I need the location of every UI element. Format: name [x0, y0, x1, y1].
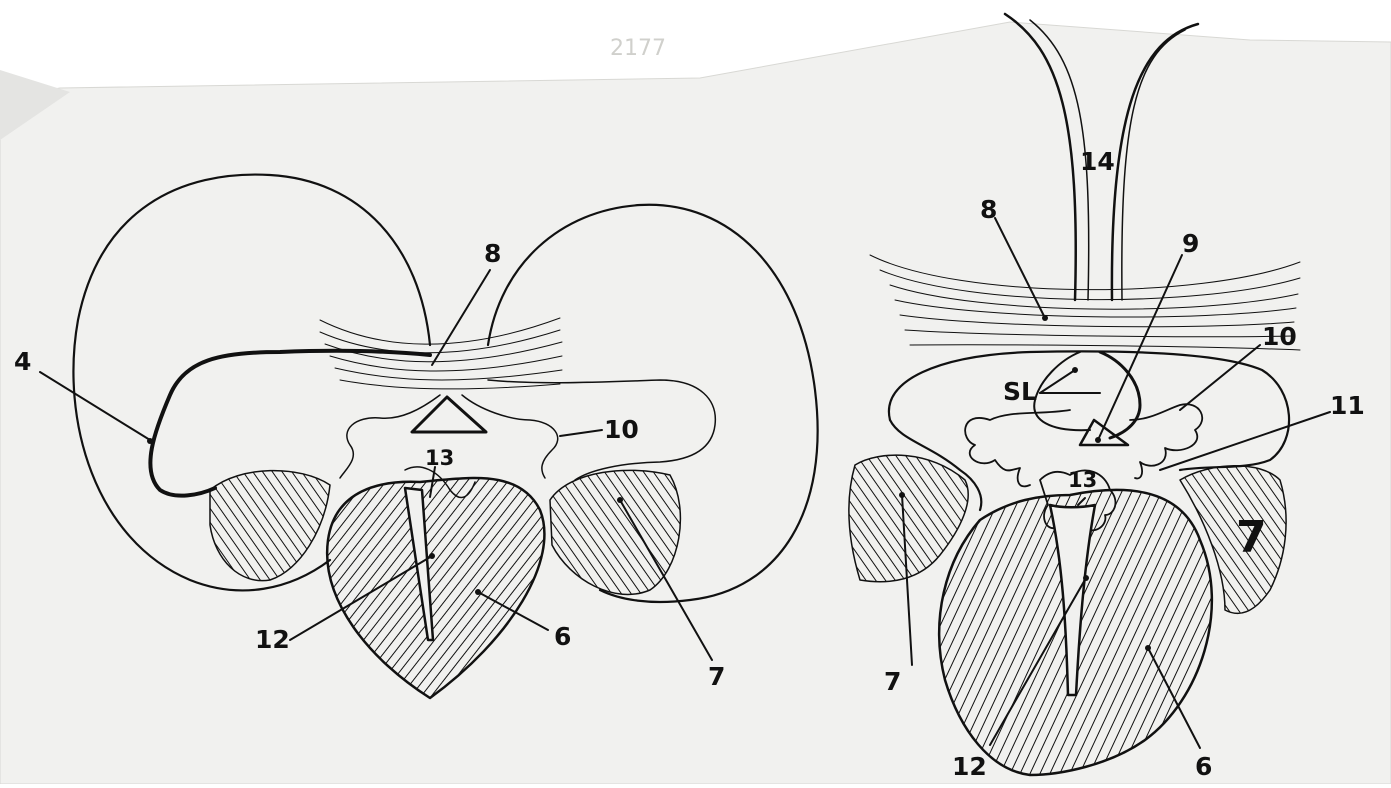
- left-label-8: 8: [484, 239, 501, 268]
- left-label-6: 6: [554, 622, 571, 651]
- right-label-8: 8: [980, 195, 997, 224]
- right-label-11: 11: [1330, 391, 1365, 420]
- right-label-9: 9: [1182, 229, 1199, 258]
- right-label-12: 12: [952, 752, 987, 781]
- right-label-6: 6: [1195, 752, 1212, 781]
- right-label-10: 10: [1262, 322, 1297, 351]
- left-label-10: 10: [604, 415, 639, 444]
- left-label-4: 4: [14, 347, 31, 376]
- right-label-14: 14: [1080, 147, 1115, 176]
- right-label-sl: SL: [1003, 377, 1037, 406]
- right-label-7-right: 7: [1236, 512, 1267, 563]
- right-label-7-left: 7: [884, 667, 901, 696]
- left-label-7: 7: [708, 662, 725, 691]
- left-label-13: 13: [425, 446, 454, 470]
- right-label-13: 13: [1068, 468, 1097, 492]
- left-label-12: 12: [255, 625, 290, 654]
- pencil-note: 2177: [610, 36, 666, 61]
